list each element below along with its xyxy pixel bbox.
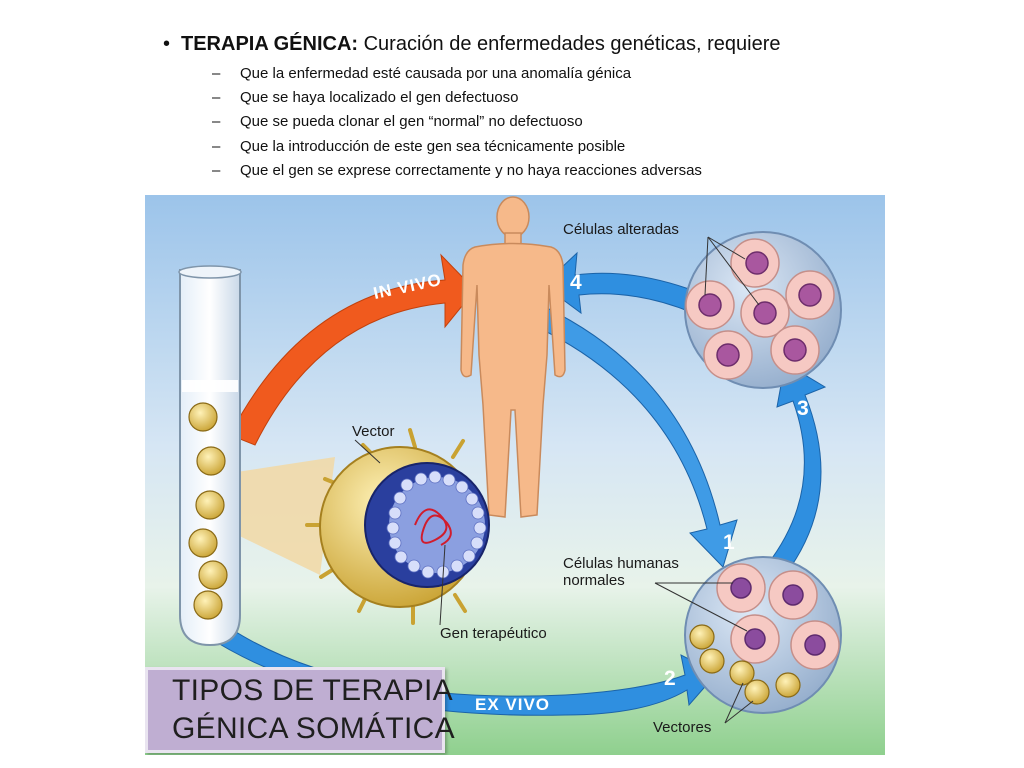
sub-item: – Que se haya localizado el gen defectuos… bbox=[212, 89, 519, 106]
normal-nucleus bbox=[730, 577, 826, 656]
capsid-beads bbox=[386, 470, 487, 579]
altered-nucleus bbox=[698, 251, 822, 367]
sub-item-text: Que se pueda clonar el gen “normal” no d… bbox=[240, 113, 583, 130]
dash-symbol: – bbox=[212, 113, 221, 130]
cluster-vectors bbox=[689, 624, 801, 705]
label-gen-terapeutico: Gen terapéutico bbox=[440, 625, 547, 642]
diagram-title-box: TIPOS DE TERAPIA GÉNICA SOMÁTICA bbox=[145, 667, 455, 753]
step-3: 3 bbox=[797, 397, 809, 420]
slide-text: • TERAPIA GÉNICA: Curación de enfermedade… bbox=[0, 0, 1024, 195]
sub-item-text: Que la introducción de este gen sea técn… bbox=[240, 138, 626, 155]
title-line-1: TIPOS DE TERAPIA bbox=[172, 674, 453, 707]
bullet-text: Curación de enfermedades genéticas, requ… bbox=[358, 33, 781, 55]
dash-symbol: – bbox=[212, 65, 221, 82]
pointer-lines bbox=[704, 236, 760, 306]
label-vectores: Vectores bbox=[653, 719, 712, 736]
gene-therapy-diagram: Vector Gen terapéutico Células alteradas… bbox=[145, 195, 885, 755]
therapeutic-gene-strand bbox=[414, 508, 452, 546]
sub-item-text: Que el gen se exprese correctamente y no… bbox=[240, 162, 702, 179]
sub-item: – Que la enfermedad esté causada por una … bbox=[212, 65, 631, 82]
label-celulas-humanas: Células humanas bbox=[563, 555, 679, 572]
sub-item: – Que se pueda clonar el gen “normal” no … bbox=[212, 113, 583, 130]
bullet-bold-term: TERAPIA GÉNICA: bbox=[181, 33, 359, 55]
normal-cells-cluster bbox=[654, 556, 842, 724]
sub-item: – Que el gen se exprese correctamente y n… bbox=[212, 162, 702, 179]
label-vector: Vector bbox=[352, 423, 395, 440]
tube-vectors bbox=[188, 402, 228, 620]
human-body bbox=[460, 196, 566, 518]
sub-item-text: Que la enfermedad esté causada por una a… bbox=[240, 65, 632, 82]
label-celulas-alteradas: Células alteradas bbox=[563, 221, 679, 238]
dash-symbol: – bbox=[212, 162, 221, 179]
test-tube bbox=[178, 265, 242, 647]
sub-item: – Que la introducción de este gen sea téc… bbox=[212, 138, 625, 155]
step-2: 2 bbox=[664, 667, 676, 690]
bullet-symbol: • bbox=[163, 33, 171, 55]
dash-symbol: – bbox=[212, 138, 221, 155]
step-4: 4 bbox=[570, 271, 582, 294]
pointer-lines bbox=[654, 582, 754, 724]
altered-cells-cluster bbox=[684, 231, 842, 389]
step-1: 1 bbox=[723, 531, 735, 554]
dash-symbol: – bbox=[212, 89, 221, 106]
label-normales: normales bbox=[563, 572, 625, 589]
magnify-beam bbox=[217, 457, 335, 575]
sub-item-text: Que se haya localizado el gen defectuoso bbox=[240, 89, 519, 106]
title-line-2: GÉNICA SOMÁTICA bbox=[172, 712, 455, 745]
enlarged-vector bbox=[305, 428, 490, 626]
ex-vivo-label: EX VIVO bbox=[475, 695, 551, 714]
main-bullet: • TERAPIA GÉNICA: Curación de enfermedade… bbox=[163, 33, 781, 56]
